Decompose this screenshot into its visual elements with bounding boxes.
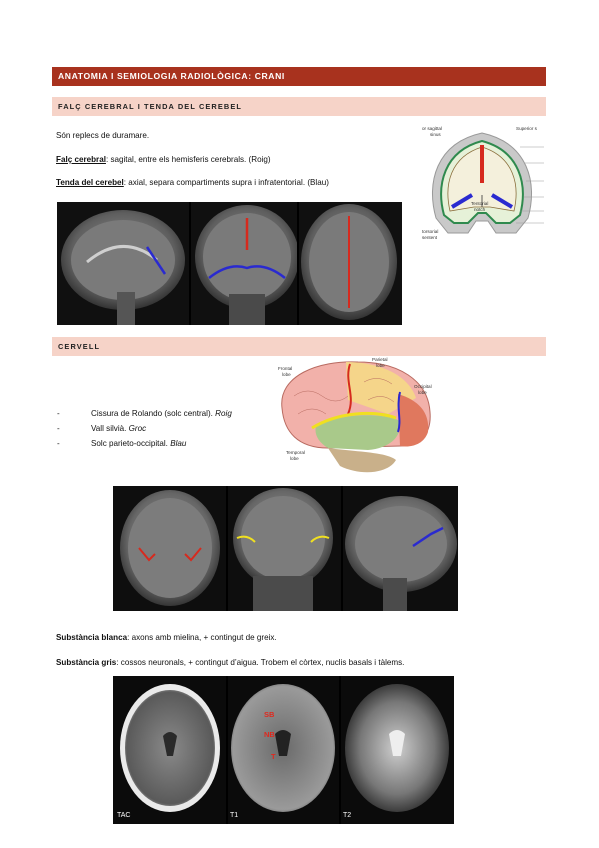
diagram-label-sinus-2: sinus <box>430 132 441 137</box>
diagram-label-tentorium-1: torsorial <box>422 229 439 234</box>
falx-cerebri-desc: : sagital, entre els hemisferis cerebral… <box>105 155 271 164</box>
bullet-parieto-text: Solc parieto-occipital. <box>91 439 171 448</box>
lobe-label-parietal-2: lobe <box>376 363 385 368</box>
lobe-label-frontal-1: Frontal <box>278 366 293 371</box>
bullet-parieto-color: Blau <box>170 439 187 448</box>
grey-matter-desc: : cossos neuronals, + contingut d’aigua.… <box>116 658 405 667</box>
diagram-label-tentorium-2: sentent <box>422 235 438 240</box>
bullet-silvian-text: Vall silvià. <box>91 424 129 433</box>
white-matter-text: Substància blanca: axons amb mielina, + … <box>56 632 277 643</box>
bullet-dash: - <box>57 424 60 433</box>
tentorium-term: Tenda del cerebel <box>56 178 124 187</box>
lobe-label-occipital-1: Occipital <box>414 384 432 389</box>
label-white-matter: SB <box>264 710 275 719</box>
diagram-label-sinus-1: or sagittal <box>422 126 442 131</box>
diagram-label-superior: Superior s <box>516 126 537 131</box>
bullet-rolando-color: Roig <box>215 409 232 418</box>
lobe-label-frontal-2: lobe <box>282 372 291 377</box>
white-matter-desc: : axons amb mielina, + contingut de grei… <box>127 633 277 642</box>
bullet-rolando: - Cissura de Rolando (solc central). Roig <box>57 407 232 421</box>
lobe-label-temporal-1: Temporal <box>286 450 305 455</box>
falx-mri-strip <box>57 202 402 325</box>
lobe-label-temporal-2: lobe <box>290 456 299 461</box>
document-title: ANATOMIA I SEMIOLOGIA RADIOLÒGICA: CRANI <box>52 67 546 86</box>
ct-t1-t2-strip: TAC T1 T2 SB NB T <box>113 676 454 824</box>
sulci-mri-images <box>113 486 458 611</box>
dura-diagram-illustration <box>432 132 544 234</box>
dura-diagram: or sagittal sinus Superior s Tentorial n… <box>416 123 548 245</box>
falx-cerebri-text: Falç cerebral: sagital, entre els hemisf… <box>56 154 271 165</box>
falx-intro-text: Són replecs de duramare. <box>56 131 150 140</box>
sulci-mri-strip <box>113 486 458 611</box>
scan-label-ct: TAC <box>117 812 131 819</box>
bullet-parieto: - Solc parieto-occipital. Blau <box>57 437 186 451</box>
falx-mri-images <box>57 202 402 325</box>
white-matter-term: Substància blanca <box>56 633 128 642</box>
section-heading-brain: CERVELL <box>52 337 546 356</box>
label-thalamus: T <box>271 752 276 761</box>
diagram-label-notch-2: notch <box>474 207 486 212</box>
bullet-silvian: - Vall silvià. Groc <box>57 422 146 436</box>
tentorium-desc: : axial, separa compartiments supra i in… <box>123 178 329 187</box>
bullet-silvian-color: Groc <box>128 424 147 433</box>
section-heading-falx: FALÇ CEREBRAL I TENDA DEL CEREBEL <box>52 97 546 116</box>
ct-t1-t2-images <box>113 676 454 824</box>
bullet-rolando-text: Cissura de Rolando (solc central). <box>91 409 216 418</box>
falx-cerebri-term: Falç cerebral <box>56 155 106 164</box>
scan-label-t1: T1 <box>230 812 239 819</box>
label-basal-nuclei: NB <box>264 730 275 739</box>
grey-matter-text: Substància gris: cossos neuronals, + con… <box>56 657 404 668</box>
brain-lobes-diagram: Frontal lobe Parietal lobe Occipital lob… <box>268 356 440 476</box>
lobe-label-parietal-1: Parietal <box>372 357 388 362</box>
lobe-label-occipital-2: lobe <box>418 390 427 395</box>
scan-label-t2: T2 <box>343 812 352 819</box>
bullet-dash: - <box>57 409 60 418</box>
bullet-dash: - <box>57 439 60 448</box>
grey-matter-term: Substància gris <box>56 658 117 667</box>
tentorium-text: Tenda del cerebel: axial, separa compart… <box>56 177 329 188</box>
brain-lobes-illustration <box>281 361 431 473</box>
diagram-label-notch-1: Tentorial <box>471 201 489 206</box>
